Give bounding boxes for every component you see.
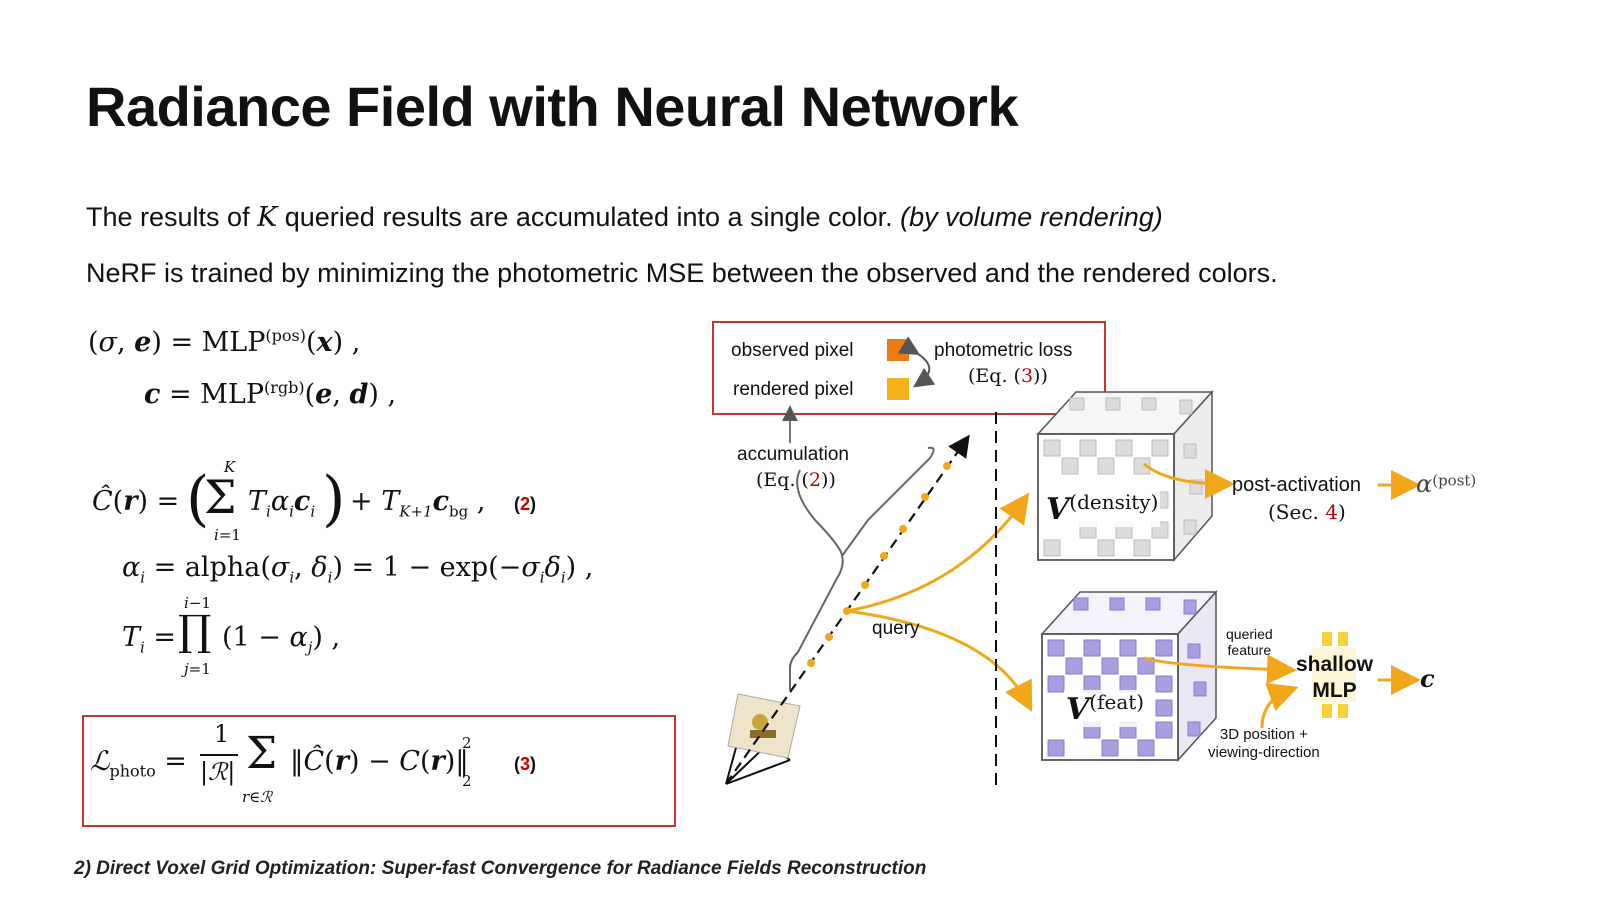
shallow-mlp-block <box>1312 632 1356 718</box>
observed-pixel-label: observed pixel <box>731 340 854 361</box>
pixel-loss-box <box>712 321 1106 415</box>
position-direction-arrow <box>1260 682 1299 729</box>
rendered-pixel-label: rendered pixel <box>733 379 854 400</box>
paren-open: ( <box>186 464 210 534</box>
photometric-loss-ref: (Eq. (3)) <box>968 365 1048 387</box>
text-line-accumulation: The results of K queried results are acc… <box>86 202 1163 233</box>
density-to-post-activation-arrow <box>1143 462 1235 499</box>
footnote-reference: 2) Direct Voxel Grid Optimization: Super… <box>74 858 927 879</box>
color-output-label: c <box>1420 664 1435 693</box>
loss-equation-box <box>82 715 676 827</box>
accumulation-bracket <box>789 446 935 690</box>
photometric-loss-label: photometric loss <box>934 340 1073 361</box>
text-line-training: NeRF is trained by minimizing the photom… <box>86 258 1278 288</box>
observed-pixel-swatch <box>887 339 909 361</box>
post-activation-ref: (Sec. 4) <box>1268 500 1346 524</box>
position-direction-label: 3D position +viewing-direction <box>1208 726 1320 761</box>
feature-grid-label: V(feat) <box>1064 690 1147 727</box>
density-grid-label: V(density) <box>1044 490 1161 527</box>
equation-mlp-pos: (σ, e) = MLP(pos)(x) , <box>88 326 361 358</box>
equation-number-3: (3) <box>514 754 537 774</box>
equation-mlp-rgb: c = MLP(rgb)(e, d) , <box>144 378 397 410</box>
query-label: query <box>872 618 920 639</box>
alpha-post-label: α(post) <box>1416 470 1477 498</box>
query-arrow-feat <box>846 609 1033 713</box>
equation-alpha: αi = alpha(σi, δi) = 1 − exp(−σiδi) , <box>122 552 594 587</box>
equation-transmittance: Ti = i−1 ∏ j=1 (1 − αj) , <box>122 594 341 678</box>
equation-volume-render: Ĉ(r) = ( K Σ i=1 Tiαici ) + TK+1cbg , (2… <box>92 458 537 544</box>
rendered-pixel-swatch <box>887 378 909 400</box>
equation-number-2: (2) <box>514 494 537 514</box>
accumulation-label: accumulation <box>737 444 849 465</box>
ray-sample-points <box>807 462 951 667</box>
loss-arrow <box>897 336 936 388</box>
camera-icon <box>725 725 791 785</box>
slide-title: Radiance Field with Neural Network <box>86 75 1019 138</box>
feature-voxel-grid <box>1040 590 1218 762</box>
paren-close: ) <box>322 464 346 534</box>
density-voxel-grid <box>1036 390 1214 563</box>
equation-photometric-loss: ℒphoto = 1 |ℛ| Σ r∈ℛ ‖Ĉ(r) − C(r)‖ 2 2 (… <box>90 720 537 806</box>
query-arrow-density <box>846 492 1030 613</box>
accumulation-ref: (Eq. (2)) <box>756 469 836 491</box>
queried-feature-arrow <box>1143 654 1297 685</box>
post-activation-label: post-activation <box>1232 474 1361 496</box>
